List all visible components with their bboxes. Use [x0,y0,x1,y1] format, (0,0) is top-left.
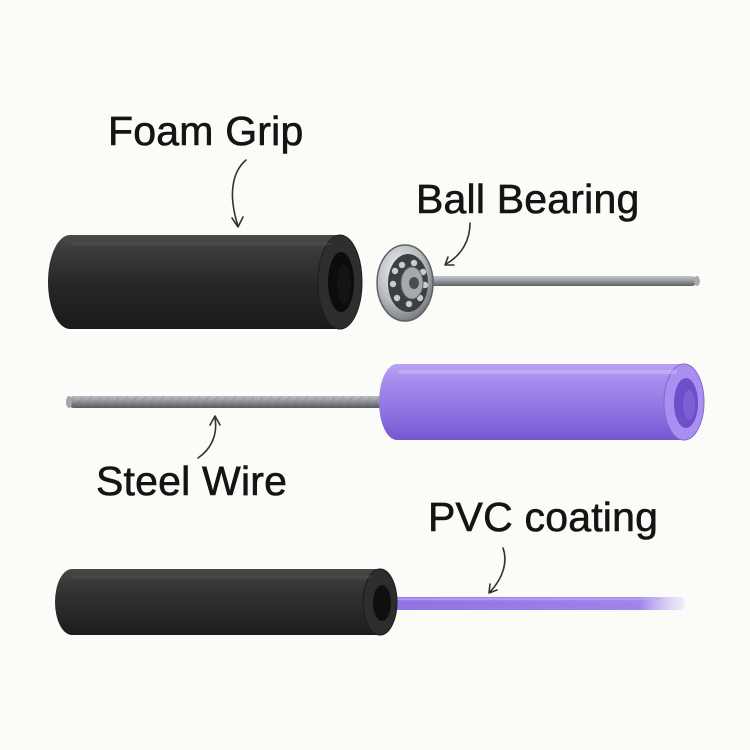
steel-wire-arrow [197,415,221,459]
steel-wire [66,396,398,408]
pvc-coating-arrow [488,547,506,594]
foam-grip-label: Foam Grip [108,108,304,155]
foam-handle [55,568,398,636]
foam-grip [48,234,363,330]
ball-bearing-label: Ball Bearing [416,176,640,223]
pvc-coated-cable [380,597,685,610]
foam-grip-arrow [231,159,247,228]
steel-wire-label: Steel Wire [96,458,288,505]
callout-arrows [197,159,506,594]
pvc-tube [379,363,705,441]
ball-bearing-arrow [444,222,471,266]
pvc-coating-label: PVC coating [428,494,659,541]
ball-bearing [376,244,700,322]
